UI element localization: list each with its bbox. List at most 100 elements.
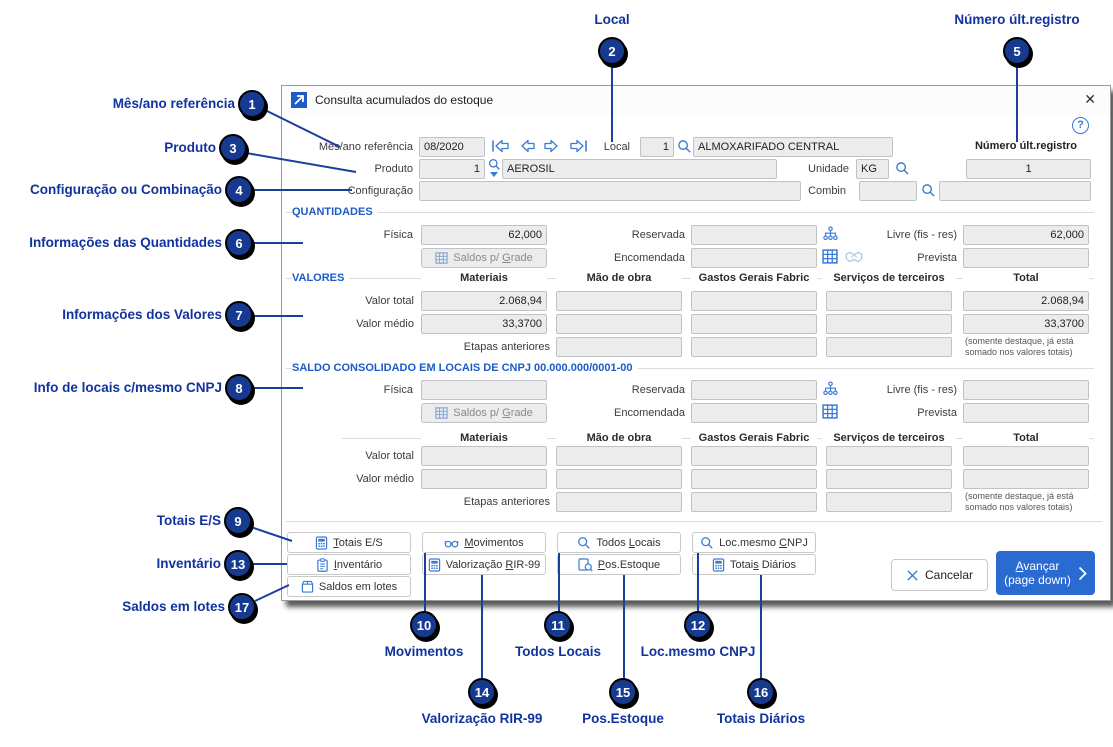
inventario-button[interactable]: Inventário	[287, 554, 411, 575]
consolidado-saldos-grade-button[interactable]: Saldos p/ Grade	[421, 403, 547, 423]
produto-search-icon[interactable]	[488, 158, 501, 171]
valor-total-materiais[interactable]	[421, 291, 547, 311]
consolidado-encomendada-input[interactable]	[691, 403, 817, 423]
nav-previous-icon[interactable]	[519, 139, 535, 153]
search-icon	[578, 536, 591, 549]
local-search-icon[interactable]	[677, 139, 692, 154]
consolidado-valor-total-gastos[interactable]	[691, 446, 817, 466]
produto-dropdown-icon[interactable]	[490, 172, 498, 178]
consolidado-fisica-input[interactable]	[421, 380, 547, 400]
consolidado-etapas-gastos[interactable]	[691, 492, 817, 512]
reservada-hierarchy-icon[interactable]	[823, 226, 838, 241]
annotation-label-valorizacao: Valorização RIR-99	[421, 711, 543, 726]
annotation-label-mes-ano: Mês/ano referência	[112, 96, 235, 111]
nav-first-icon[interactable]	[491, 139, 510, 153]
col-servicos: Serviços de terceiros	[822, 271, 956, 285]
consolidado-valor-medio-servicos[interactable]	[826, 469, 952, 489]
consolidado-valor-total-mao[interactable]	[556, 446, 682, 466]
local-label: Local	[603, 141, 630, 153]
combin-search-icon[interactable]	[921, 183, 936, 198]
todos-locais-button[interactable]: Todos Locais	[557, 532, 681, 553]
unidade-search-icon[interactable]	[895, 161, 910, 176]
consolidado-livre-input[interactable]	[963, 380, 1089, 400]
configuracao-input[interactable]	[419, 181, 801, 201]
configuracao-label: Configuração	[347, 185, 413, 197]
col-mao-de-obra: Mão de obra	[556, 271, 682, 285]
saldos-lotes-button[interactable]: Saldos em lotes	[287, 576, 411, 597]
callout-17: 17	[228, 593, 256, 621]
local-code-input[interactable]	[640, 137, 674, 157]
valor-total-mao[interactable]	[556, 291, 682, 311]
fisica-input[interactable]	[421, 225, 547, 245]
consolidado-valor-total-materiais[interactable]	[421, 446, 547, 466]
consolidado-valor-medio-total[interactable]	[963, 469, 1089, 489]
avancar-button[interactable]: Avançar(page down)	[996, 551, 1095, 595]
consolidado-valor-total-label: Valor total	[365, 450, 414, 462]
consolidado-title: SALDO CONSOLIDADO EM LOCAIS DE CNPJ 00.0…	[292, 361, 638, 375]
consolidado-valor-medio-gastos[interactable]	[691, 469, 817, 489]
livre-input[interactable]	[963, 225, 1089, 245]
annotation-label-local: Local	[594, 12, 630, 27]
mes-ano-input[interactable]	[419, 137, 485, 157]
etapas-gastos[interactable]	[691, 337, 817, 357]
consolidado-prevista-input[interactable]	[963, 403, 1089, 423]
help-icon[interactable]: ?	[1072, 117, 1089, 134]
num-ult-registro-label: Número últ.registro	[974, 140, 1078, 152]
col-gastos: Gastos Gerais Fabric	[691, 271, 817, 285]
valor-medio-gastos[interactable]	[691, 314, 817, 334]
chevron-right-icon	[1078, 566, 1087, 580]
callout-16: 16	[747, 678, 775, 706]
valor-medio-total[interactable]	[963, 314, 1089, 334]
consolidado-grid-icon[interactable]	[822, 404, 838, 419]
produto-name-input[interactable]	[502, 159, 777, 179]
etapas-mao[interactable]	[556, 337, 682, 357]
reservada-input[interactable]	[691, 225, 817, 245]
local-name-input[interactable]	[693, 137, 893, 157]
nav-next-icon[interactable]	[544, 139, 560, 153]
loc-mesmo-cnpj-button[interactable]: Loc.mesmo CNPJ	[692, 532, 816, 553]
valor-total-gastos[interactable]	[691, 291, 817, 311]
combin-name-input[interactable]	[939, 181, 1091, 201]
callout-14: 14	[468, 678, 496, 706]
saldos-grade-button[interactable]: Saldos p/ Grade	[421, 248, 547, 268]
nav-last-icon[interactable]	[569, 139, 588, 153]
callout-11: 11	[544, 611, 572, 639]
valor-total-servicos[interactable]	[826, 291, 952, 311]
valor-medio-mao[interactable]	[556, 314, 682, 334]
combin-code-input[interactable]	[859, 181, 917, 201]
totais-diarios-button[interactable]: Totais Diários	[692, 554, 816, 575]
quantidades-groupline	[286, 212, 1094, 213]
prevista-input[interactable]	[963, 248, 1089, 268]
annotation-label-pos-estoque: Pos.Estoque	[582, 711, 664, 726]
annotation-label-configuracao: Configuração ou Combinação	[29, 182, 222, 197]
movimentos-button[interactable]: Movimentos	[422, 532, 546, 553]
col-total: Total	[963, 271, 1089, 285]
num-ult-registro-input[interactable]	[966, 159, 1091, 179]
consolidado-valor-medio-materiais[interactable]	[421, 469, 547, 489]
unidade-input[interactable]	[856, 159, 889, 179]
valor-medio-label: Valor médio	[356, 318, 414, 330]
valor-total-total[interactable]	[963, 291, 1089, 311]
close-icon[interactable]: ✕	[1084, 91, 1096, 107]
totais-es-button[interactable]: Totais E/S	[287, 532, 411, 553]
pos-estoque-button[interactable]: Pos.Estoque	[557, 554, 681, 575]
livre-label: Livre (fis - res)	[886, 229, 957, 241]
consolidado-livre-label: Livre (fis - res)	[886, 384, 957, 396]
consolidado-valor-medio-mao[interactable]	[556, 469, 682, 489]
produto-code-input[interactable]	[419, 159, 485, 179]
cancelar-button[interactable]: Cancelar	[891, 559, 988, 591]
valor-medio-servicos[interactable]	[826, 314, 952, 334]
valor-medio-materiais[interactable]	[421, 314, 547, 334]
encomendada-input[interactable]	[691, 248, 817, 268]
consolidado-hierarchy-icon[interactable]	[823, 381, 838, 396]
consolidado-etapas-mao[interactable]	[556, 492, 682, 512]
valorizacao-rir99-button[interactable]: Valorização RIR-99	[422, 554, 546, 575]
search-icon	[701, 536, 713, 549]
consolidado-valor-total-servicos[interactable]	[826, 446, 952, 466]
etapas-servicos[interactable]	[826, 337, 952, 357]
consolidado-reservada-input[interactable]	[691, 380, 817, 400]
consolidado-valor-total-total[interactable]	[963, 446, 1089, 466]
encomendada-grid-icon[interactable]	[822, 249, 838, 264]
col-total: Total	[963, 431, 1089, 445]
consolidado-etapas-servicos[interactable]	[826, 492, 952, 512]
